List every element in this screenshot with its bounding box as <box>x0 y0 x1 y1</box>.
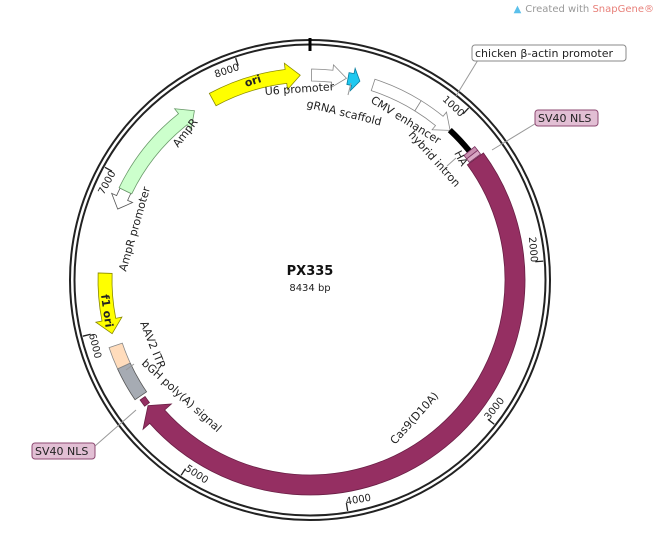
tick-mark <box>104 166 113 172</box>
feature-chicken-actin-promoter[interactable] <box>414 100 451 131</box>
tick-mark <box>82 333 91 337</box>
feature-sv40-nls[interactable] <box>466 149 482 163</box>
tick-label: 8000 <box>213 62 241 81</box>
credit-prefix: Created with <box>525 4 593 15</box>
feature-grna-scaffold[interactable] <box>346 66 361 92</box>
tick-mark <box>180 468 187 476</box>
callout-chicken-beta-actin: chicken β-actin promoter <box>471 44 627 62</box>
label-u6-promoter: U6 promoter <box>264 80 335 98</box>
tick-mark <box>345 502 349 512</box>
tick-mark <box>235 57 239 66</box>
tick-label: 4000 <box>345 493 372 508</box>
tick-label: 2000 <box>526 236 539 262</box>
feature-cas9-d10a[interactable] <box>142 152 526 496</box>
leader-lines <box>94 59 539 447</box>
feature-ampr[interactable] <box>118 108 195 195</box>
label-ori: ori <box>243 72 263 90</box>
credit-brand: SnapGene® <box>592 4 654 15</box>
tick-label: 6000 <box>86 332 103 359</box>
svg-text:SV40 NLS: SV40 NLS <box>538 112 591 125</box>
callout-sv40-nls-left: SV40 NLS <box>31 442 96 460</box>
svg-text:SV40 NLS: SV40 NLS <box>35 445 88 458</box>
snapgene-credit: ▲Created with SnapGene® <box>514 4 654 15</box>
feature-f1-ori[interactable] <box>94 272 123 335</box>
plasmid-name: PX335 <box>287 264 334 279</box>
backbone <box>69 38 551 521</box>
svg-text:chicken β-actin promoter: chicken β-actin promoter <box>475 47 613 60</box>
feature-ori[interactable] <box>208 62 301 107</box>
features <box>94 62 526 496</box>
callout-sv40-nls-right: SV40 NLS <box>534 109 599 127</box>
feature-sv40-nls[interactable] <box>139 395 151 407</box>
snapgene-logo-icon: ▲ <box>513 4 522 15</box>
feature-aav2-itr[interactable] <box>108 342 131 370</box>
tick-mark <box>535 260 544 263</box>
plasmid-length: 8434 bp <box>289 283 330 294</box>
tick-mark <box>462 107 470 115</box>
label-f1-ori: f1 ori <box>98 294 115 329</box>
feature-u6-promoter[interactable] <box>311 63 348 89</box>
tick-mark <box>487 418 495 425</box>
